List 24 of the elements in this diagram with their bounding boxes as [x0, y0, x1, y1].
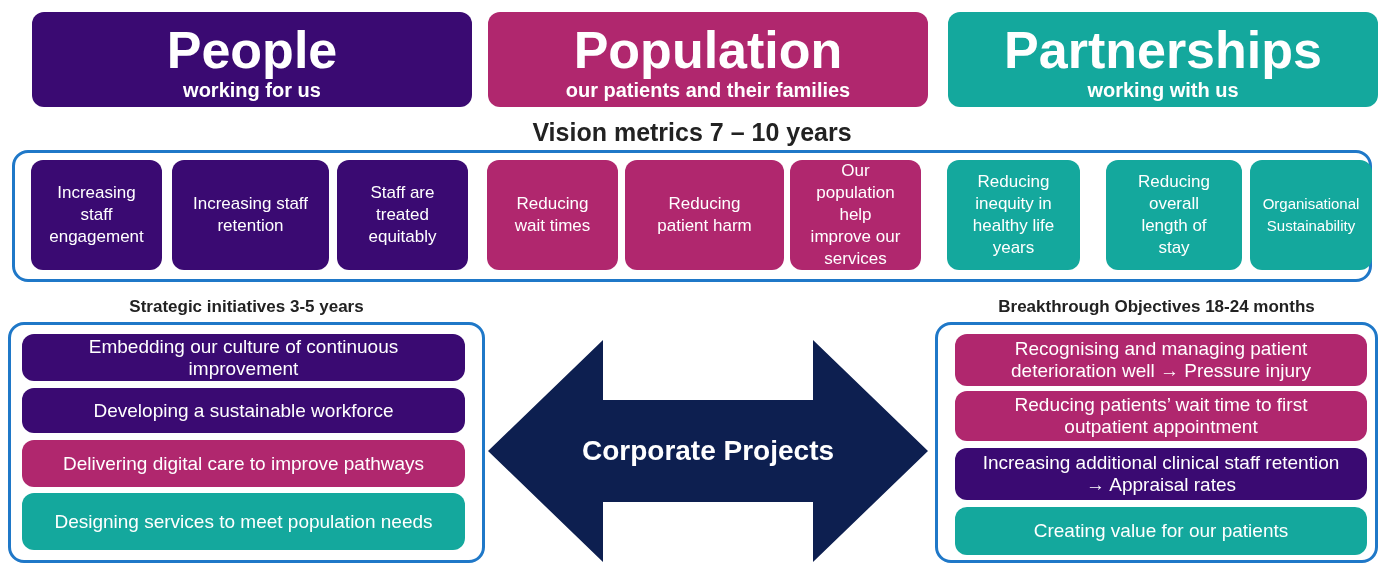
metric-card: Increasing additional clinical staff retention → Appraisal rates — [955, 448, 1367, 500]
pillar-banner: People working for us — [32, 12, 472, 107]
arrow-label: Corporate Projects — [581, 435, 835, 467]
metric-card: Reducing overall length of stay — [1106, 160, 1242, 270]
section-heading: Vision metrics 7 – 10 years — [531, 117, 853, 148]
metric-card: Delivering digital care to improve pathways — [22, 440, 465, 487]
metric-card: Increasing staff retention — [172, 160, 329, 270]
metric-card: Staff are treated equitably — [337, 160, 468, 270]
metric-card: Reducing wait times — [487, 160, 618, 270]
metric-card: Increasing staff engagement — [31, 160, 162, 270]
metric-card: Our population help improve our services — [790, 160, 921, 270]
metric-card: Reducing inequity in healthy life years — [947, 160, 1080, 270]
metric-card: Embedding our culture of continuous improvement — [22, 334, 465, 381]
metric-card: Designing services to meet population needs — [22, 493, 465, 550]
metric-card: Reducing patient harm — [625, 160, 784, 270]
metric-card: Recognising and managing patient deterioration well → Pressure injury — [955, 334, 1367, 386]
pillar-banner: Partnerships working with us — [948, 12, 1378, 107]
section-heading: Strategic initiatives 3-5 years — [128, 296, 365, 318]
metric-card: Reducing patients’ wait time to first outpatient appointment — [955, 391, 1367, 441]
metric-card: Creating value for our patients — [955, 507, 1367, 555]
metric-card: Organisational Sustainability — [1250, 160, 1372, 270]
metric-card: Developing a sustainable workforce — [22, 388, 465, 433]
pillar-banner: Population our patients and their families — [488, 12, 928, 107]
section-heading: Breakthrough Objectives 18-24 months — [997, 296, 1316, 318]
